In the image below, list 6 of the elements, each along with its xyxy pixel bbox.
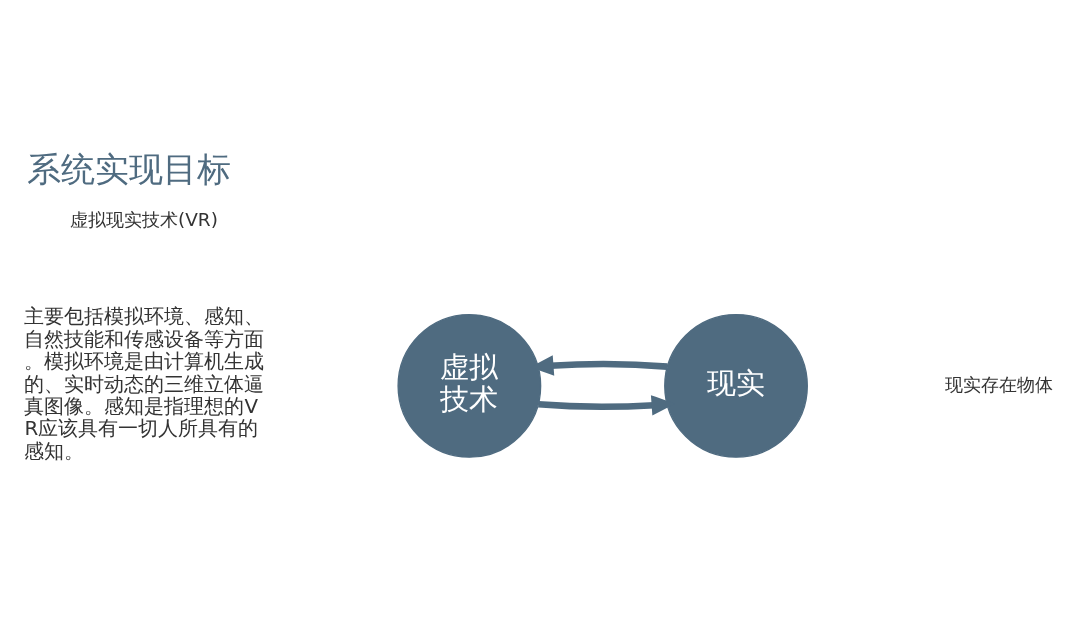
label: 现实存在物体 [944, 373, 1053, 395]
label: 虚拟现实技术(VR) [70, 208, 218, 230]
node-circle: 虚拟技术 [397, 313, 542, 458]
label: 主要包括模拟环境、感知、自然技能和传感设备等方面。模拟环境是由计算机生成的、实时动态的三维立体逼真图像。感知是指理想的VR应该具有一切人所具有的感知。 [24, 305, 265, 463]
node-circle: 现实 [664, 313, 808, 458]
diagram-title: 系统实现目标 [26, 149, 231, 190]
